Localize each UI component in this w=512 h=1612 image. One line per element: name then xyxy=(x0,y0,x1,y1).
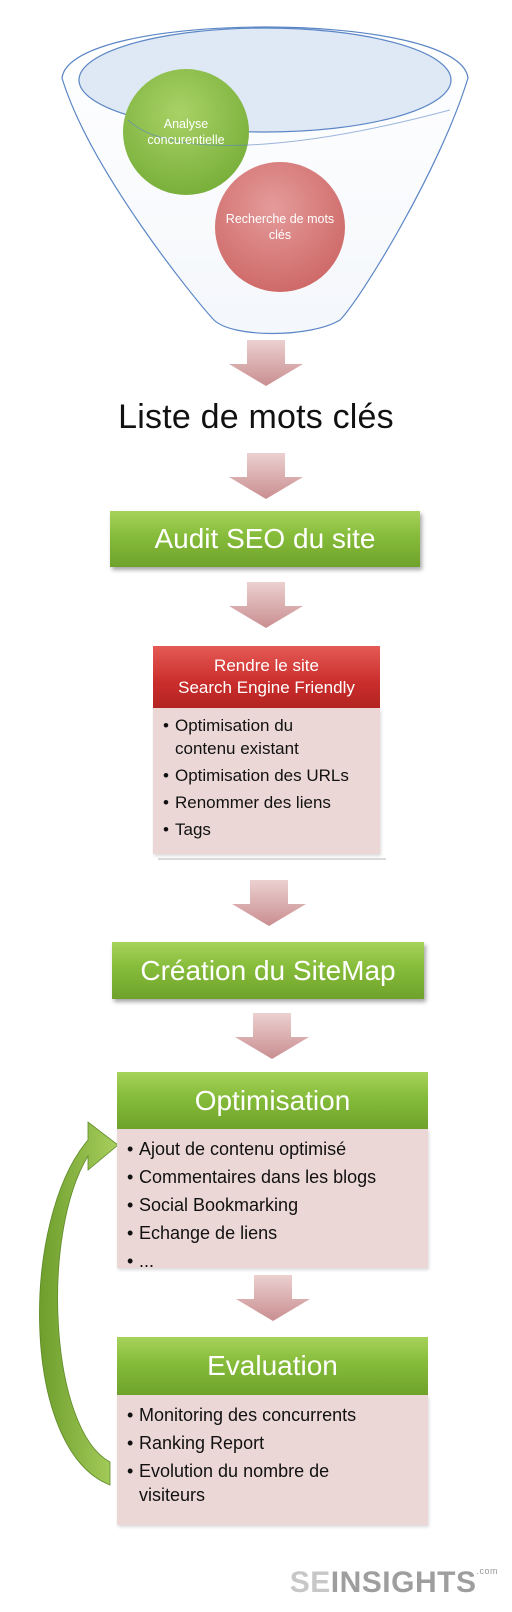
optimisation-item-text: Echange de liens xyxy=(139,1223,278,1243)
brand-logo: SEINSIGHTS.com xyxy=(290,1566,498,1600)
friendly-item: Optimisation des URLs xyxy=(161,764,372,787)
friendly-item-text: Renommer des liens xyxy=(175,793,331,812)
optimisation-item: ... xyxy=(125,1249,420,1273)
sitemap-step-label: Création du SiteMap xyxy=(140,954,396,986)
optimisation-list: Ajout de contenu optimiséCommentaires da… xyxy=(117,1129,428,1273)
audit-step-bar: Audit SEO du site xyxy=(110,511,420,567)
evaluation-header: Evaluation xyxy=(117,1337,428,1395)
friendly-item-text: contenu existant xyxy=(175,739,299,758)
brand-dotcom: .com xyxy=(476,1566,498,1576)
optimisation-item-text: ... xyxy=(139,1251,155,1271)
friendly-title-line2: Search Engine Friendly xyxy=(178,678,355,697)
evaluation-item: Ranking Report xyxy=(125,1431,420,1455)
optimisation-title: Optimisation xyxy=(194,1084,351,1116)
evaluation-title: Evaluation xyxy=(207,1350,338,1381)
friendly-box-header: Rendre le site Search Engine Friendly xyxy=(153,646,380,708)
down-arrow-2 xyxy=(229,453,303,499)
evaluation-list: Monitoring des concurrentsRanking Report… xyxy=(117,1395,428,1525)
optimisation-item: Ajout de contenu optimisé xyxy=(125,1137,420,1161)
analysis-label: Analyse concurentielle xyxy=(147,117,225,147)
friendly-item: Renommer des liens xyxy=(161,791,372,814)
friendly-item: Optimisation du contenu existant xyxy=(161,714,372,760)
audit-step-label: Audit SEO du site xyxy=(154,523,376,554)
optimisation-item-text: Commentaires dans les blogs xyxy=(139,1167,377,1187)
sitemap-step-bar: Création du SiteMap xyxy=(112,942,424,999)
evaluation-item: Evolution du nombre de visiteurs xyxy=(125,1459,420,1507)
friendly-title-line1: Rendre le site xyxy=(214,656,319,675)
down-arrow-1 xyxy=(229,340,303,386)
optimisation-item-text: Ajout de contenu optimisé xyxy=(139,1139,347,1159)
friendly-item-text: Tags xyxy=(175,820,211,839)
feedback-loop-arrow xyxy=(39,1121,119,1486)
optimisation-item: Commentaires dans les blogs xyxy=(125,1165,420,1189)
down-arrow-3 xyxy=(229,582,303,628)
keyword-research-label: Recherche de mots clés xyxy=(225,212,335,242)
optimisation-item-text: Social Bookmarking xyxy=(139,1195,299,1215)
friendly-item-text: Optimisation du xyxy=(175,716,294,735)
optimisation-item: Echange de liens xyxy=(125,1221,420,1245)
evaluation-item-text: Evolution du nombre de xyxy=(139,1461,330,1481)
down-arrow-4 xyxy=(232,880,306,926)
brand-se: SE xyxy=(289,1566,331,1599)
down-arrow-5 xyxy=(235,1013,309,1059)
evaluation-item-text: Ranking Report xyxy=(139,1433,265,1453)
analysis-circle xyxy=(123,69,249,195)
evaluation-item-text: Monitoring des concurrents xyxy=(139,1405,357,1425)
friendly-item-text: Optimisation des URLs xyxy=(175,766,349,785)
optimisation-item: Social Bookmarking xyxy=(125,1193,420,1217)
optimisation-header: Optimisation xyxy=(117,1072,428,1129)
friendly-item: Tags xyxy=(161,818,372,841)
keyword-list-step: Liste de mots clés xyxy=(118,398,394,436)
keyword-research-circle xyxy=(215,162,345,292)
evaluation-item: Monitoring des concurrents xyxy=(125,1403,420,1427)
brand-insights: INSIGHTS xyxy=(330,1566,477,1599)
down-arrow-6 xyxy=(236,1275,310,1321)
evaluation-item-text: visiteurs xyxy=(139,1485,206,1505)
